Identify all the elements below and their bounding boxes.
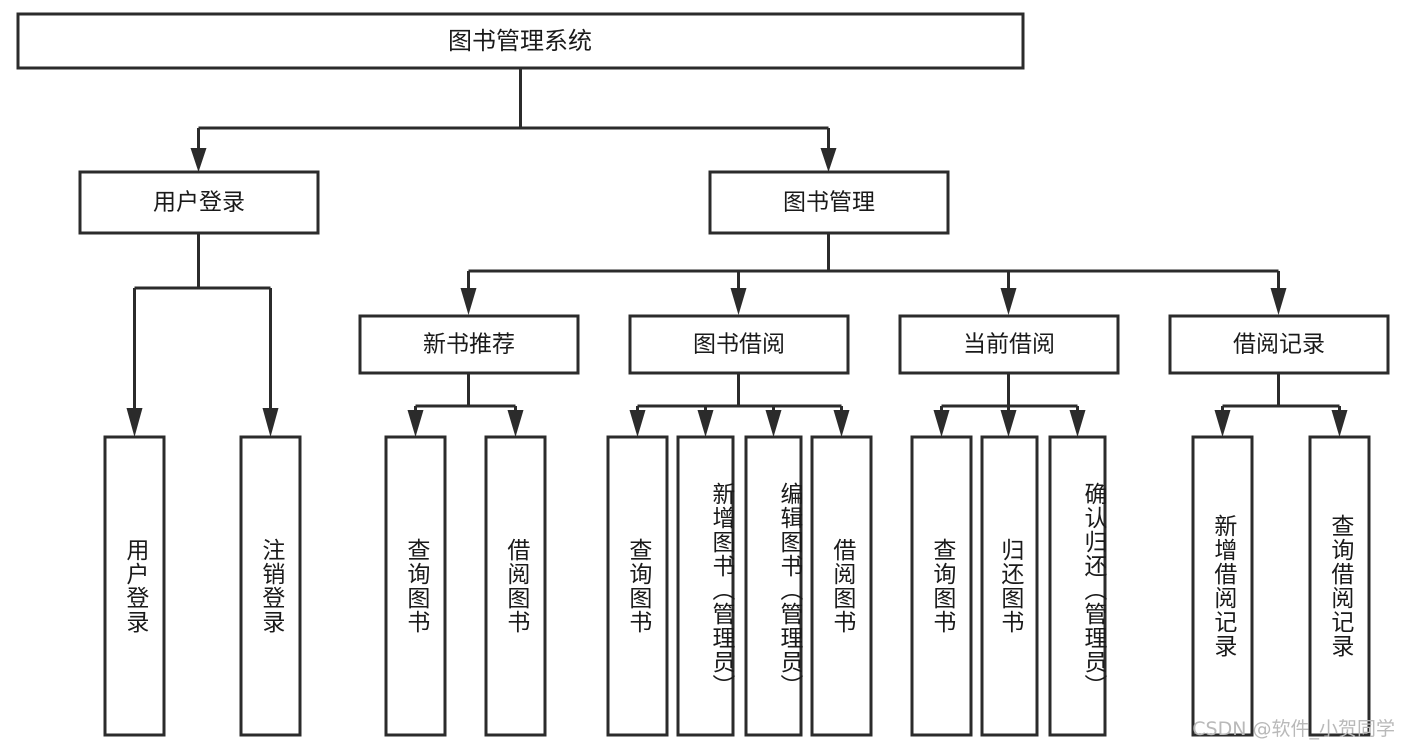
arrowhead-user-login (190, 148, 207, 172)
arrowhead-leaf-borrow-book-2 (833, 410, 850, 437)
arrowhead-leaf-query-book-3 (933, 410, 950, 437)
node-root[interactable]: 图书管理系统 (16, 12, 1025, 70)
arrowhead-leaf-query-record (1331, 410, 1348, 437)
node-root-box[interactable] (16, 12, 1025, 70)
node-leaf-edit-book-box[interactable] (744, 435, 803, 737)
node-book-borrow-box[interactable] (628, 314, 850, 375)
node-book-manage-label: 图书管理 (783, 190, 875, 216)
node-leaf-query-book-1-box[interactable] (384, 435, 447, 737)
node-book-manage[interactable]: 图书管理 (708, 170, 950, 235)
arrowhead-leaf-return-book (1000, 410, 1017, 437)
arrowhead-borrow-record (1270, 288, 1287, 315)
node-current-borrow[interactable]: 当前借阅 (898, 314, 1120, 375)
connector-group-current-borrow-to-leaves (933, 373, 1086, 437)
arrowhead-book-borrow (730, 288, 747, 315)
connector-group-borrow-record-to-leaves (1214, 373, 1348, 437)
connector-group-root-to-level2 (190, 68, 837, 172)
node-leaf-user-logout-box[interactable] (239, 435, 302, 737)
node-new-book-recommend-label: 新书推荐 (423, 332, 515, 358)
node-leaf-return-book-box[interactable] (980, 435, 1039, 737)
arrowhead-leaf-query-book-1 (407, 410, 424, 437)
node-leaf-query-book-2-box[interactable] (606, 435, 669, 737)
arrowhead-leaf-add-record (1214, 410, 1231, 437)
leaf-boxes-group (103, 435, 1371, 737)
arrowhead-new-book-recommend (460, 288, 477, 315)
node-borrow-record-box[interactable] (1168, 314, 1390, 375)
node-user-login-box[interactable] (78, 170, 320, 235)
node-new-book-recommend[interactable]: 新书推荐 (358, 314, 580, 375)
arrowhead-leaf-edit-book (765, 410, 782, 437)
node-user-login-label: 用户登录 (153, 190, 245, 216)
node-root-label: 图书管理系统 (448, 27, 592, 55)
node-leaf-confirm-return-box[interactable] (1048, 435, 1107, 737)
node-borrow-record-label: 借阅记录 (1233, 332, 1325, 358)
node-new-book-recommend-box[interactable] (358, 314, 580, 375)
node-book-borrow[interactable]: 图书借阅 (628, 314, 850, 375)
node-current-borrow-box[interactable] (898, 314, 1120, 375)
node-current-borrow-label: 当前借阅 (963, 332, 1055, 358)
node-book-manage-box[interactable] (708, 170, 950, 235)
node-leaf-user-login-box[interactable] (103, 435, 166, 737)
arrowhead-leaf-confirm-return (1069, 410, 1086, 437)
arrowhead-book-manage (820, 148, 837, 172)
node-book-borrow-label: 图书借阅 (693, 332, 785, 358)
arrowhead-leaf-user-login (126, 408, 143, 437)
arrowhead-leaf-add-book (697, 410, 714, 437)
node-leaf-query-book-3-box[interactable] (910, 435, 973, 737)
node-user-login[interactable]: 用户登录 (78, 170, 320, 235)
arrowhead-leaf-borrow-book-1 (507, 410, 524, 437)
node-leaf-borrow-book-2-box[interactable] (810, 435, 873, 737)
arrowhead-leaf-user-logout (262, 408, 279, 437)
arrowhead-current-borrow (1000, 288, 1017, 315)
connector-group-new-book-recommend-to-leaves (407, 373, 524, 437)
node-borrow-record[interactable]: 借阅记录 (1168, 314, 1390, 375)
node-leaf-borrow-book-1-box[interactable] (484, 435, 547, 737)
connector-group-book-manage-to-level3 (460, 233, 1287, 315)
node-leaf-add-book-box[interactable] (676, 435, 735, 737)
connector-group-user-login-to-leaves (126, 233, 279, 437)
arrowhead-leaf-query-book-2 (629, 410, 646, 437)
csdn-watermark: CSDN @软件_小贺同学 (1192, 718, 1395, 740)
node-leaf-add-record-box[interactable] (1191, 435, 1254, 737)
node-leaf-query-record-box[interactable] (1308, 435, 1371, 737)
connector-group-book-borrow-to-leaves (629, 373, 850, 437)
